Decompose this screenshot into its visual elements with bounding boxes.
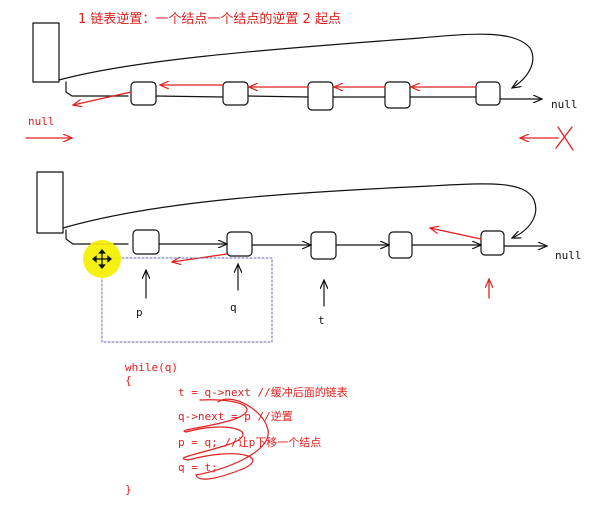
code-line-q: q = t; [178,461,218,474]
null-label-left: null [28,115,55,128]
code-line-qnext: q->next = p //逆置 [178,409,293,423]
null-label-right: null [555,249,582,262]
next-link [247,95,309,98]
code-line-close-brace: } [125,483,132,496]
head-wrap-line [62,183,537,238]
next-link [155,95,224,98]
reversed-link [430,228,482,240]
list-node [130,81,157,106]
list-node [384,81,411,109]
head-pointer-box [32,22,60,83]
selection-box[interactable] [101,257,273,343]
code-line-open-brace: { [125,374,132,387]
code-line-t: t = q->next //缓冲后面的链表 [178,385,348,399]
code-line-while: while(q) [125,361,178,374]
code-line-p: p = q; //让p下移一个结点 [178,436,321,449]
list-node [222,81,249,106]
diagram-1 [25,22,574,151]
null-label-right: null [551,98,578,111]
move-cursor-icon[interactable] [91,248,113,270]
list-node [480,230,505,256]
head-wrap-line [58,33,534,88]
cross-mark [555,126,573,149]
code-scribble [182,398,269,480]
list-node [388,231,413,259]
head-connector [65,81,129,97]
list-node [475,81,501,106]
reversed-link [73,91,132,105]
list-node [310,231,337,260]
head-pointer-box [36,171,64,234]
list-node [307,81,334,111]
pointer-label-t: t [318,314,325,327]
diagram-2 [36,171,547,343]
list-node [132,229,160,255]
list-node [226,231,253,257]
code-block: while(q) { t = q->next //缓冲后面的链表 q->next… [125,361,348,496]
cross-mark [557,126,574,151]
page-heading: 1 链表逆置：一个结点一个结点的逆置 2 起点 [78,11,341,27]
pointer-label-q: q [230,301,237,314]
pointer-label-p: p [136,306,143,319]
